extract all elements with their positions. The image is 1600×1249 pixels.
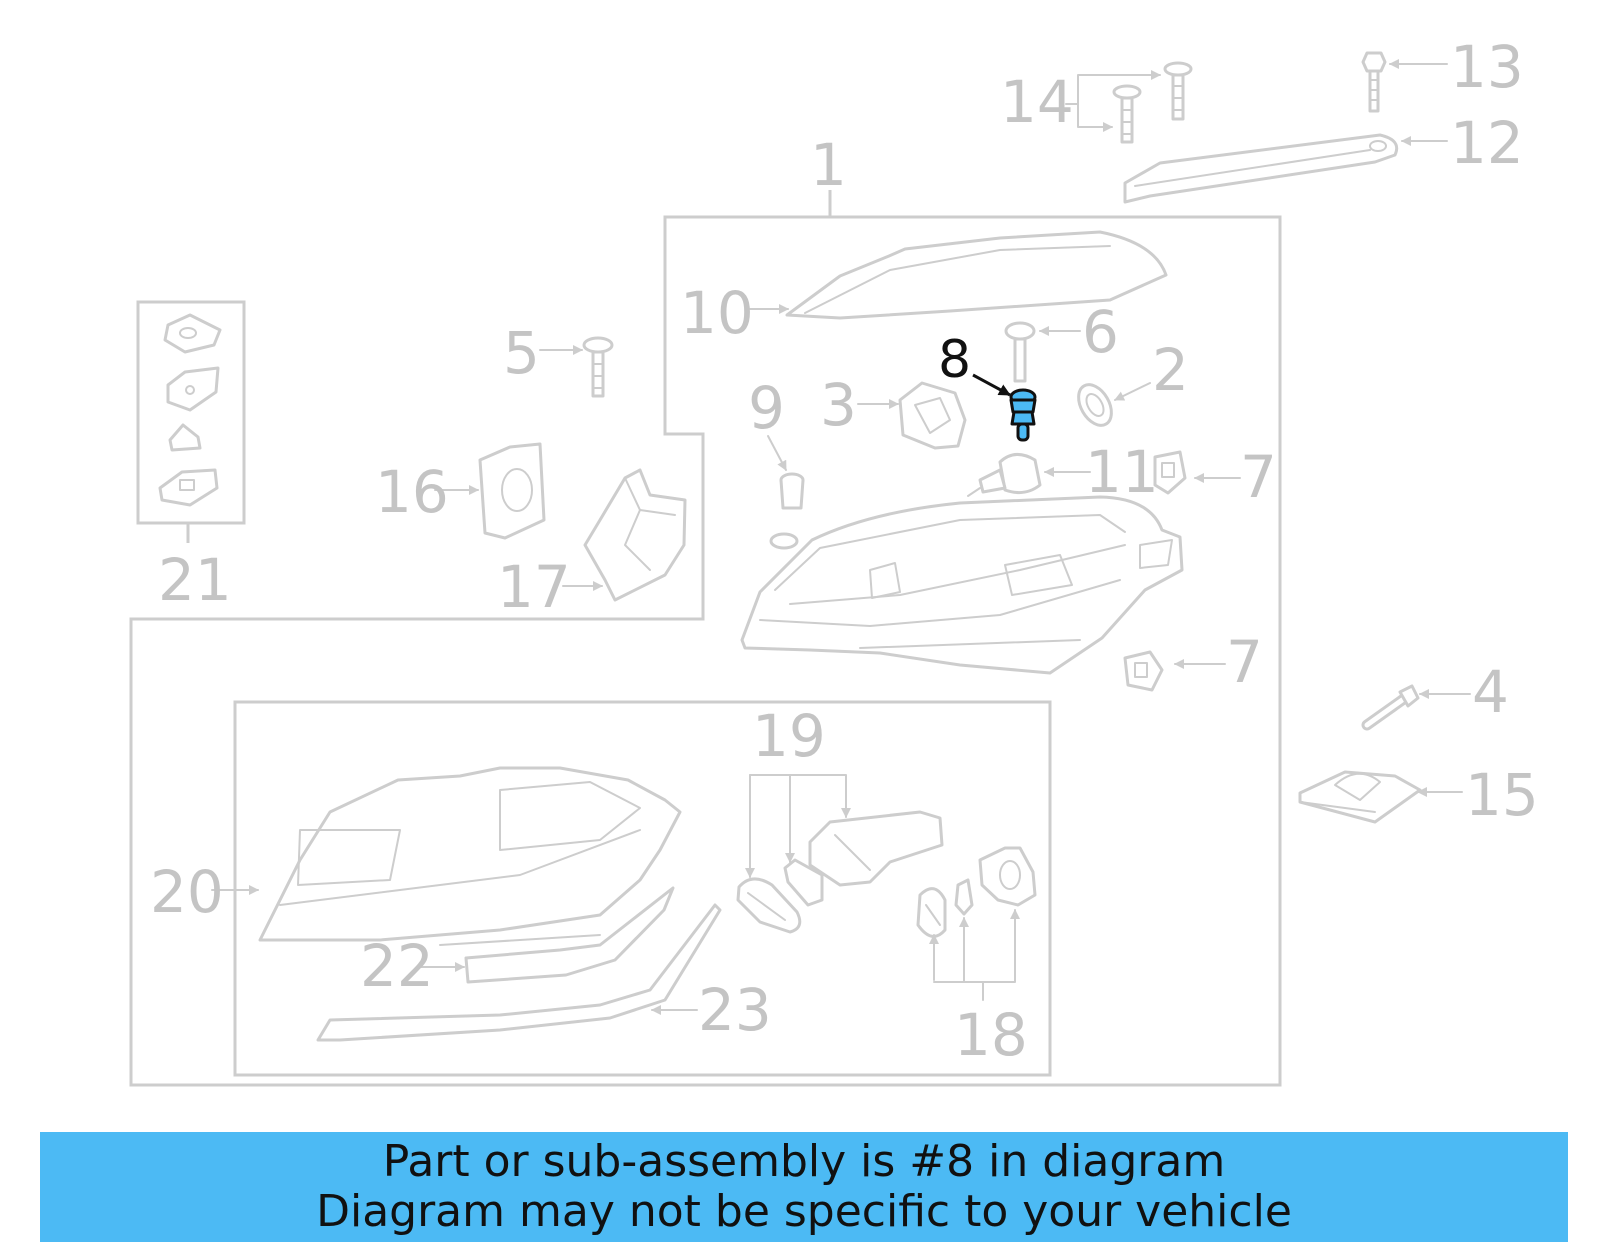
components-part-18	[916, 846, 1037, 938]
housing-part-17	[583, 468, 687, 602]
banner-line-part: Part or sub-assembly is #8 in diagram	[382, 1136, 1226, 1187]
headlamp-part-1	[740, 495, 1184, 675]
bolt-part-4	[1361, 684, 1420, 731]
callout-11: 11	[1085, 438, 1159, 506]
callout-9: 9	[748, 374, 785, 442]
headlamp-part-20	[258, 766, 682, 946]
module-part-16	[478, 442, 546, 540]
callout-23: 23	[698, 976, 772, 1044]
info-banner: Part or sub-assembly is #8 in diagram Di…	[40, 1132, 1568, 1242]
screw-part-5	[582, 336, 614, 398]
bracket-part-12	[1123, 133, 1399, 204]
ballast-part-15	[1298, 770, 1422, 824]
clips-part-21	[158, 313, 222, 507]
callout-20: 20	[150, 858, 224, 926]
callout-21: 21	[158, 546, 232, 614]
callout-1: 1	[810, 131, 847, 199]
callout-14: 14	[1000, 68, 1074, 136]
grommet-part-9	[779, 472, 805, 510]
bolt-part-13	[1361, 51, 1387, 113]
components-part-19	[736, 810, 944, 934]
trim-part-10	[785, 230, 1168, 320]
module-part-3	[898, 381, 967, 450]
callout-3: 3	[820, 371, 857, 439]
callout-8: 8	[938, 330, 971, 390]
callout-10: 10	[680, 279, 754, 347]
assembly-21-outline	[136, 300, 246, 525]
callout-15: 15	[1465, 761, 1539, 829]
callout-7-lower: 7	[1226, 628, 1263, 696]
banner-line-disclaimer: Diagram may not be specific to your vehi…	[316, 1186, 1292, 1237]
callout-18: 18	[954, 1001, 1028, 1069]
callout-19: 19	[752, 702, 826, 770]
callout-13: 13	[1450, 33, 1524, 101]
assembly-1-outline	[129, 215, 1282, 1087]
callout-22: 22	[360, 932, 434, 1000]
callout-2: 2	[1152, 336, 1189, 404]
assembly-20-outline	[233, 700, 1052, 1077]
callout-17: 17	[497, 553, 571, 621]
strip-part-22	[464, 886, 675, 984]
bulb-part-11	[967, 453, 1042, 497]
callout-12: 12	[1450, 109, 1524, 177]
bolts-part-14	[1112, 61, 1193, 144]
screw-part-6	[1004, 321, 1036, 383]
callout-6: 6	[1082, 298, 1119, 366]
clip-part-8-highlighted	[1009, 388, 1037, 442]
clip-part-7-lower	[1123, 650, 1164, 692]
strip-part-23	[316, 903, 722, 1042]
seal-part-2	[1077, 383, 1113, 427]
callout-16: 16	[375, 458, 449, 526]
callout-7-upper: 7	[1240, 443, 1277, 511]
callout-5: 5	[503, 319, 540, 387]
clip-part-7-upper	[1153, 450, 1187, 495]
callout-4: 4	[1472, 658, 1509, 726]
